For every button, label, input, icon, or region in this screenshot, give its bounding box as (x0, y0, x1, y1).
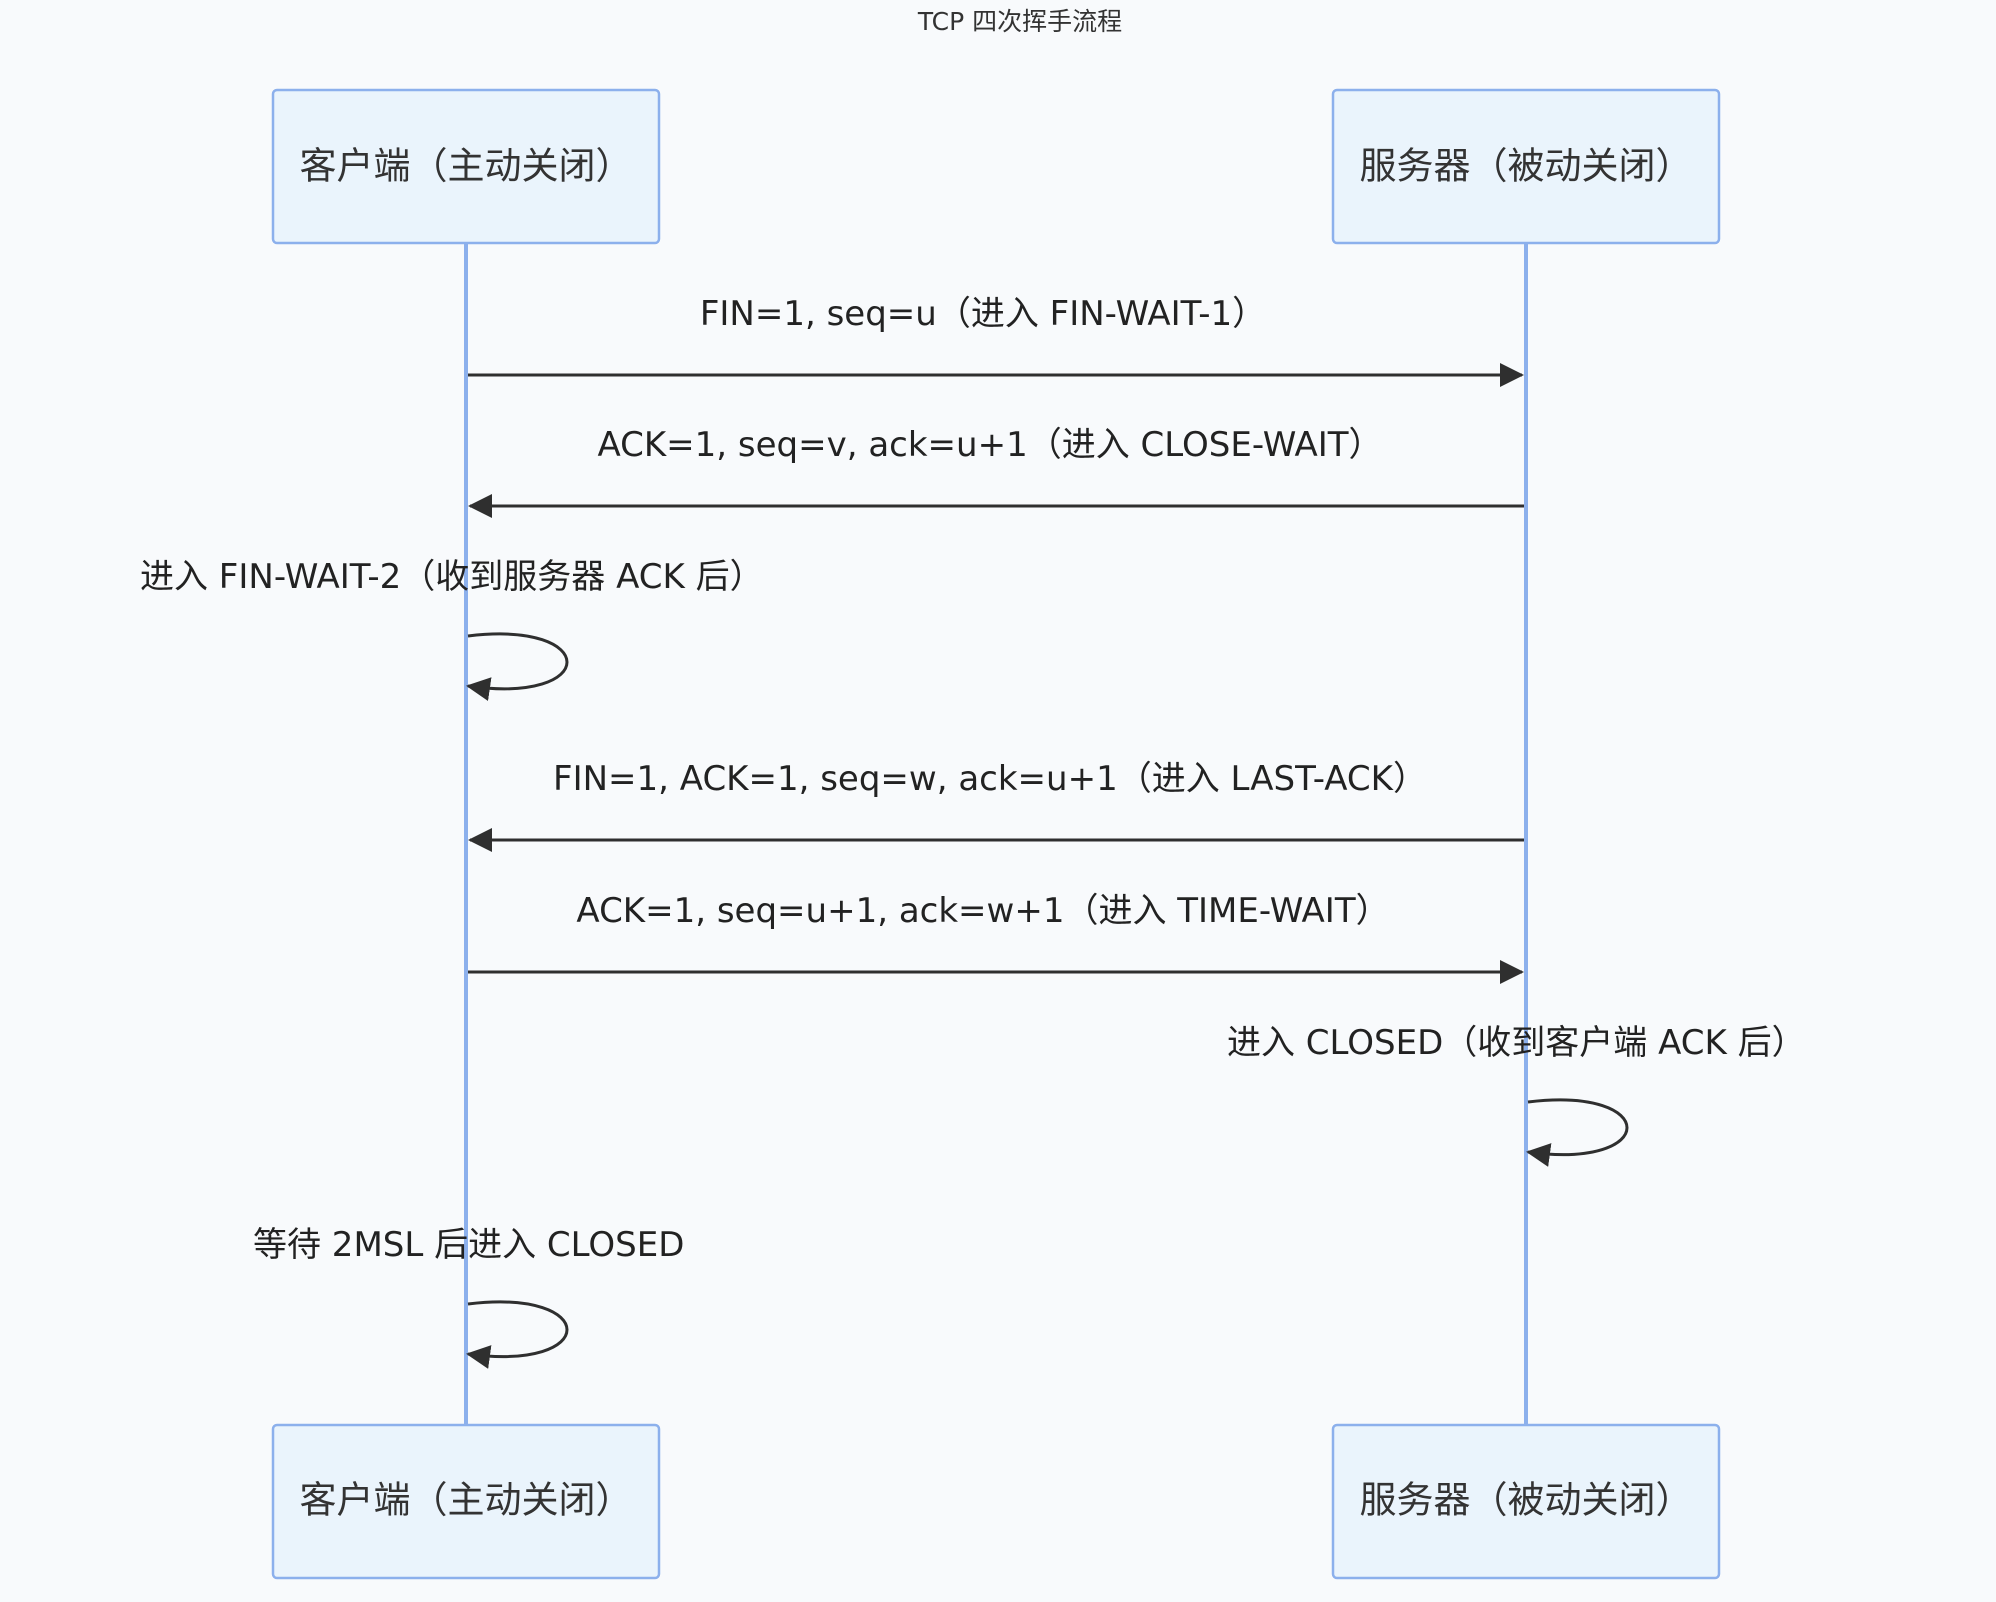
message-6-self-loop (1526, 1098, 1629, 1167)
message-3-label: 进入 FIN-WAIT-2（收到服务器 ACK 后） (140, 557, 764, 597)
server-top-label: 服务器（被动关闭） (1360, 145, 1693, 188)
client-bottom-actor: 客户端（主动关闭） (271, 1423, 661, 1580)
message-3-self-loop (466, 632, 569, 701)
server-bottom-actor: 服务器（被动关闭） (1331, 1423, 1721, 1580)
message-7-label: 等待 2MSL 后进入 CLOSED (253, 1225, 684, 1265)
server-bottom-label: 服务器（被动关闭） (1360, 1479, 1693, 1522)
client-top-label: 客户端（主动关闭） (300, 145, 633, 188)
client-bottom-label: 客户端（主动关闭） (300, 1479, 633, 1522)
message-7-self-loop (466, 1300, 569, 1369)
message-5-label: ACK=1, seq=u+1, ack=w+1（进入 TIME-WAIT） (576, 891, 1389, 931)
diagram-title: TCP 四次挥手流程 (917, 7, 1122, 36)
client-top-actor: 客户端（主动关闭） (271, 88, 661, 245)
message-6-label: 进入 CLOSED（收到客户端 ACK 后） (1227, 1023, 1806, 1063)
message-4-label: FIN=1, ACK=1, seq=w, ack=u+1（进入 LAST-ACK… (553, 759, 1427, 799)
message-2-label: ACK=1, seq=v, ack=u+1（进入 CLOSE-WAIT） (597, 425, 1382, 465)
server-top-actor: 服务器（被动关闭） (1331, 88, 1721, 245)
message-1-label: FIN=1, seq=u（进入 FIN-WAIT-1） (700, 294, 1266, 334)
